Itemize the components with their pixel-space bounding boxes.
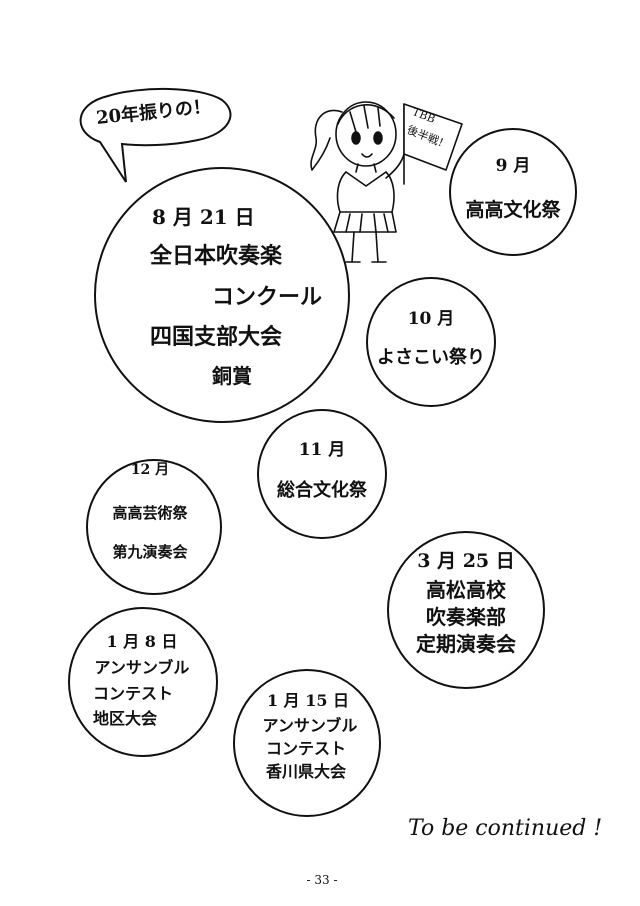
jan15-event-line-2: コンテスト [266, 739, 347, 758]
circle-jan15 [233, 669, 381, 817]
flag-shape [403, 103, 463, 171]
aug-event-line-4: 銅賞 [212, 364, 252, 388]
circle-sept [449, 128, 577, 256]
speech-bubble-shape [79, 87, 232, 183]
dec-date: 12 月 [130, 462, 170, 478]
aug-event-line-3: 四国支部大会 [150, 325, 283, 350]
jan8-event-line-1: アンサンブル [94, 658, 190, 677]
nov-event: 総合文化祭 [277, 480, 367, 501]
mar-event-line-1: 高松高校 [426, 578, 506, 602]
aug-date: 8 月 21 日 [152, 205, 255, 229]
to-be-continued-text: To be continued ! [408, 816, 603, 841]
sept-event: 高高文化祭 [465, 199, 561, 221]
mar-event-line-2: 吹奏楽部 [426, 605, 506, 629]
circle-oct [366, 277, 496, 407]
jan8-date: 1 月 8 日 [106, 632, 178, 651]
dec-event-line-1: 高高芸術祭 [112, 504, 188, 522]
circle-dec [86, 459, 222, 595]
mar-event-line-3: 定期演奏会 [416, 632, 516, 656]
circle-jan8 [68, 607, 218, 757]
oct-event: よさこい祭り [377, 347, 485, 368]
oct-date: 10 月 [407, 309, 455, 329]
circle-mar [387, 531, 545, 689]
aug-event-line-1: 全日本吹奏楽 [150, 244, 283, 269]
nov-date: 11 月 [298, 440, 346, 460]
sept-date: 9 月 [495, 156, 531, 176]
aug-event-line-2: コンクール [212, 285, 323, 310]
circle-aug [94, 167, 350, 423]
circle-nov [257, 409, 387, 539]
mar-date: 3 月 25 日 [417, 550, 515, 572]
jan15-date: 1 月 15 日 [266, 691, 350, 710]
page-number: - 33 - [306, 873, 338, 887]
jan8-event-line-2: コンテスト [93, 684, 174, 703]
jan15-event-line-3: 香川県大会 [266, 762, 347, 781]
jan8-event-line-3: 地区大会 [93, 709, 158, 728]
character-illustration [310, 101, 463, 263]
dec-event-line-2: 第九演奏会 [112, 543, 188, 561]
jan15-event-line-1: アンサンブル [262, 716, 358, 735]
